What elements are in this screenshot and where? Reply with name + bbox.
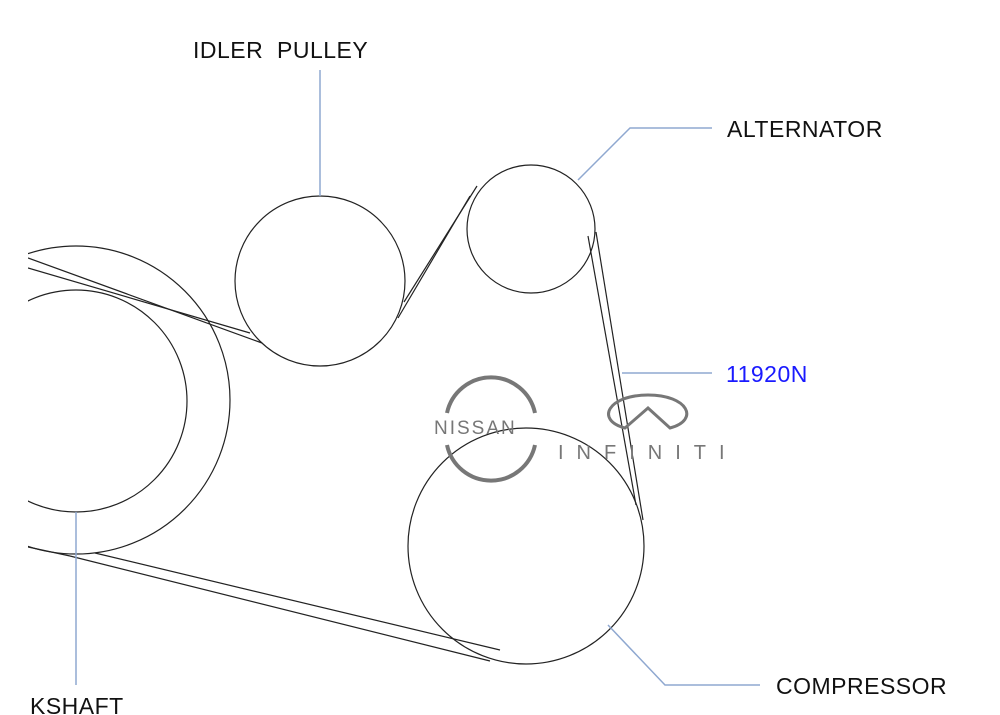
alternator-label: ALTERNATOR — [727, 116, 883, 142]
infiniti-logo-text: INFINITI — [558, 442, 738, 464]
compressor-label: COMPRESSOR — [776, 673, 948, 699]
alternator-pulley — [466, 164, 596, 294]
idler-pulley — [234, 195, 406, 367]
crankshaft-label: KSHAFT — [30, 693, 124, 715]
compressor-leader — [607, 624, 760, 686]
nissan-logo — [445, 375, 537, 483]
crankshaft-pulley-inner — [28, 289, 188, 513]
belt-part-number: 11920N — [726, 361, 808, 387]
drive-belt — [28, 185, 644, 662]
compressor-pulley — [407, 427, 645, 665]
idler-pulley-label: IDLER PULLEY — [193, 37, 369, 63]
crankshaft-pulley-outer — [28, 245, 231, 555]
alternator-leader — [577, 127, 712, 181]
nissan-logo-text: NISSAN — [434, 418, 517, 439]
infiniti-logo — [607, 393, 689, 430]
